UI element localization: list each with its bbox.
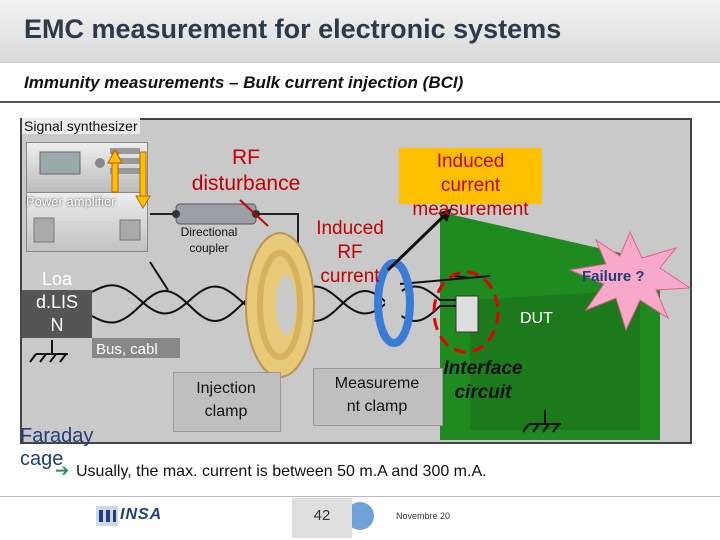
irc-line-3: current [320,266,380,287]
interface-dashed-circle [432,270,500,354]
inj-line-1: Injection [196,380,256,397]
directional-coupler-device [150,203,260,225]
directional-coupler-label: Directional coupler [168,224,250,256]
faraday-line-2: cage [20,448,64,470]
coupler-line-1: Directional [180,225,238,239]
page-title: EMC measurement for electronic systems [24,14,562,44]
power-amplifier-details [33,217,141,243]
rf-disturbance-line-1: RF [232,146,260,169]
interface-chip [455,295,479,333]
icm-line-3: measurement [412,199,529,220]
footer-divider [0,496,720,497]
rf-disturbance-line-2: disturbance [191,172,301,195]
subtitle-divider [0,101,720,103]
failure-burst [568,230,692,332]
ground-symbol-left [29,340,68,363]
faraday-line-1: Faraday [20,425,94,447]
mc-line-1: Measureme [334,375,420,392]
measurement-clamp-box [313,368,443,426]
load-line-3: N [50,315,64,335]
load-line-2: d.LIS [35,292,79,312]
insa-logo: INSA [120,506,163,523]
load-line-1: Loa [41,269,73,289]
iface-line-1: Interface [443,358,523,379]
irc-line-2: RF [337,242,363,263]
mc-line-2: nt clamp [346,398,408,415]
injection-clamp-ring [245,232,315,378]
signal-synthesizer-label: Signal synthesizer [22,118,140,134]
bullet-text: Usually, the max. current is between 50 … [76,463,487,480]
irc-line-1: Induced [316,218,384,239]
measurement-clamp-label: Measureme nt clamp [313,372,441,418]
power-amplifier-label: Power amplifier [26,194,116,209]
insa-logo-mark [96,506,118,526]
load-box [22,290,92,338]
induced-rf-current-label: Induced RF current [305,217,395,289]
interface-circuit-label: Interface circuit [432,357,534,405]
injection-clamp-box [173,372,281,432]
induced-current-measurement-box [399,148,542,204]
measurement-arrow [386,210,450,272]
induced-current-measurement-label: Induced current measurement [399,150,542,222]
subtitle: Immunity measurements – Bulk current inj… [24,73,464,92]
footer-circle [346,502,374,530]
footer-date: Novembre 20 [396,511,451,521]
faraday-cage-label: Faraday cage [20,425,93,471]
title-bar [0,0,720,63]
icm-line-1: Induced [436,151,505,172]
icm-line-2: current [440,175,501,196]
dut-label: DUT [520,310,553,327]
page-number-box [292,498,352,538]
amplifier-connection-arrows [107,148,151,209]
ground-symbol-right [522,410,561,433]
bus-label-background [92,338,180,358]
rf-disturbance-label: RF disturbance [176,145,316,197]
iface-line-2: circuit [454,382,512,403]
failure-label: Failure ? [582,268,645,285]
bus-cable-label: Bus, cabl [96,341,158,358]
inj-line-2: clamp [204,403,248,420]
page-number: 42 [313,507,331,524]
load-label: Loa d.LIS N [24,268,90,337]
rf-disturbance-arrow [239,199,269,227]
signal-synthesizer-details [39,148,140,175]
coupler-line-2: coupler [189,241,229,255]
measurement-arrowhead [438,208,452,222]
right-arrow-icon: ➔ [55,461,70,480]
injection-clamp-label: Injection clamp [173,377,279,423]
